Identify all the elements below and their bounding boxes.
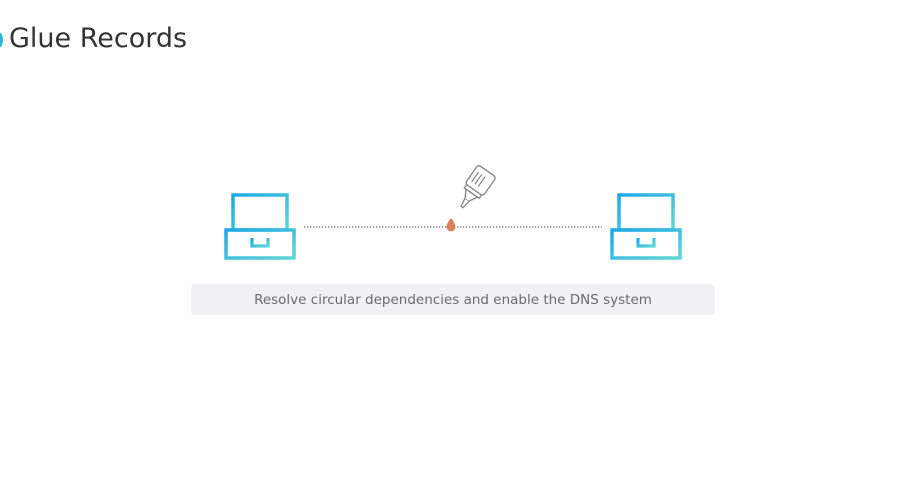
title-bullet — [0, 32, 3, 48]
caption-text: Resolve circular dependencies and enable… — [254, 291, 652, 308]
glue-bottle-icon — [460, 165, 496, 209]
right-server-icon — [610, 193, 682, 260]
caption-box: Resolve circular dependencies and enable… — [191, 284, 715, 315]
glue-drop-icon — [446, 218, 456, 232]
page-title: Glue Records — [9, 23, 188, 54]
left-server-icon — [224, 193, 296, 260]
